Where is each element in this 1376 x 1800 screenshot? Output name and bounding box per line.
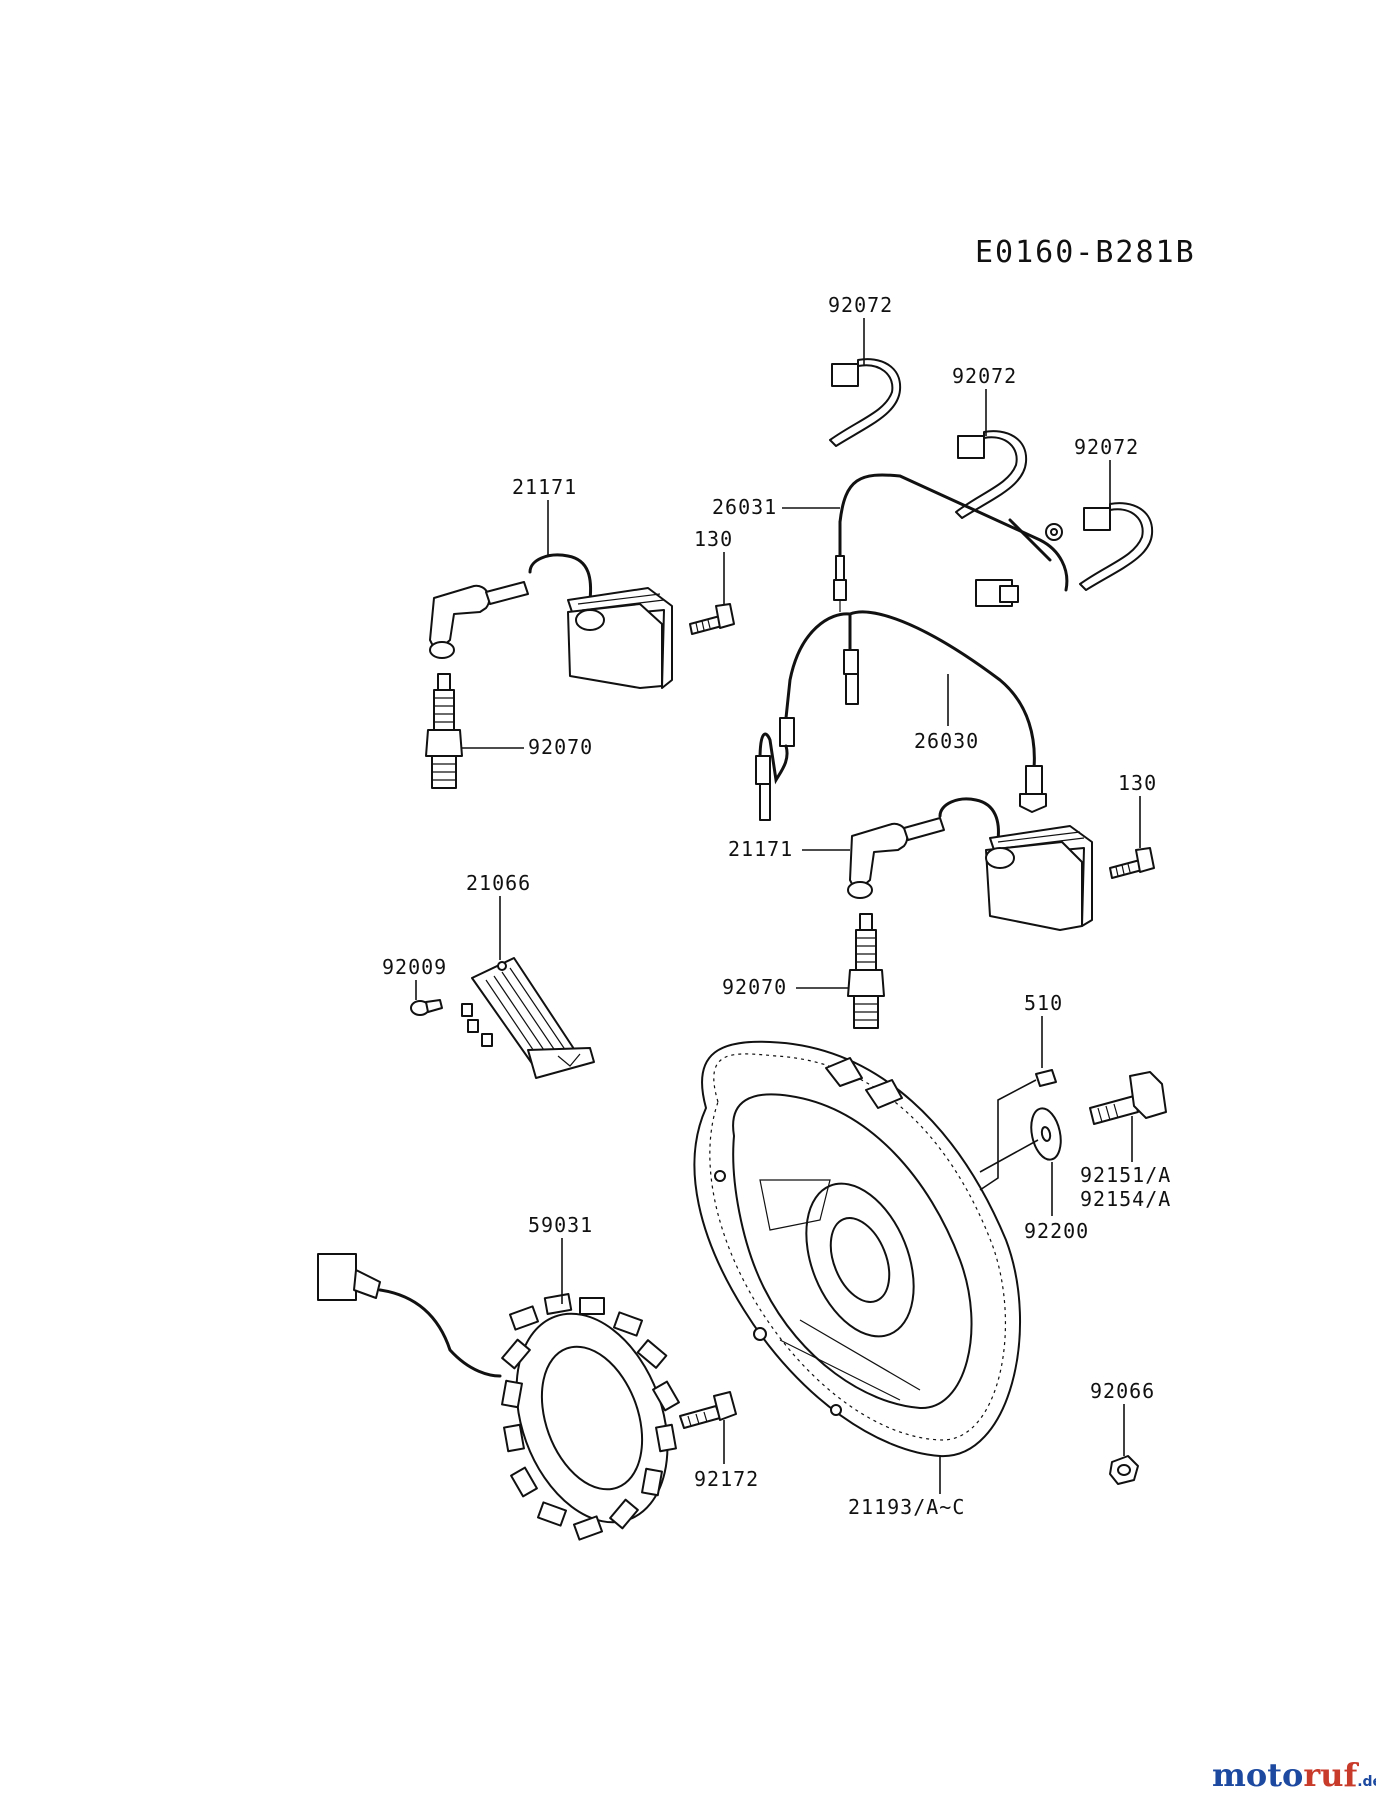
washer-92200[interactable] (1027, 1106, 1065, 1163)
nut-92066[interactable] (1109, 1455, 1139, 1485)
label-26031: 26031 (712, 495, 777, 519)
watermark-brand-ruf: ruf (1303, 1756, 1359, 1794)
label-92072-b: 92072 (952, 364, 1017, 388)
flywheel-21193[interactable] (693, 1040, 1022, 1458)
diagram-code: E0160-B281B (975, 235, 1196, 270)
ignition-coil-21171-upper[interactable] (429, 553, 673, 689)
cable-tie-92072-middle[interactable] (955, 430, 1028, 519)
label-21066: 21066 (466, 871, 531, 895)
spark-plug-92070-lower[interactable] (847, 913, 885, 1029)
label-510: 510 (1024, 991, 1063, 1015)
watermark-suffix: .de (1357, 1774, 1376, 1790)
label-130-b: 130 (1118, 771, 1157, 795)
motoruf-watermark: motoruf.de (1212, 1756, 1376, 1794)
svg-text:motoruf.de: motoruf.de (1212, 1756, 1376, 1794)
wire-harness-26030[interactable] (755, 610, 1047, 821)
label-92070-b: 92070 (722, 975, 787, 999)
bolt-92172[interactable] (679, 1391, 737, 1429)
label-92072-a: 92072 (828, 293, 893, 317)
label-130-a: 130 (694, 527, 733, 551)
label-21171-b: 21171 (728, 837, 793, 861)
flywheel-bolt-92151[interactable] (1089, 1071, 1167, 1125)
bolt-130-lower[interactable] (1109, 847, 1155, 879)
watermark-brand-moto: moto (1212, 1756, 1303, 1794)
label-92072-c: 92072 (1074, 435, 1139, 459)
label-92066: 92066 (1090, 1379, 1155, 1403)
label-92172: 92172 (694, 1467, 759, 1491)
label-92200: 92200 (1024, 1219, 1089, 1243)
label-21193: 21193/A~C (848, 1495, 965, 1519)
spark-plug-92070-upper[interactable] (425, 673, 463, 789)
key-510[interactable] (1035, 1069, 1057, 1087)
label-21171-a: 21171 (512, 475, 577, 499)
label-92151: 92151/A (1080, 1163, 1171, 1187)
regulator-21066[interactable] (461, 957, 595, 1079)
screw-92009[interactable] (410, 999, 443, 1016)
bolt-130-upper[interactable] (689, 603, 735, 635)
label-59031: 59031 (528, 1213, 593, 1237)
label-92009: 92009 (382, 955, 447, 979)
cable-tie-92072-right[interactable] (1079, 502, 1154, 591)
stator-59031[interactable] (317, 1253, 695, 1543)
wire-harness-26031[interactable] (833, 473, 1069, 612)
label-92154: 92154/A (1080, 1187, 1171, 1211)
ignition-coil-21171-lower[interactable] (847, 797, 1093, 931)
label-26030: 26030 (914, 729, 979, 753)
cable-tie-92072-top[interactable] (829, 358, 902, 447)
label-92070-a: 92070 (528, 735, 593, 759)
